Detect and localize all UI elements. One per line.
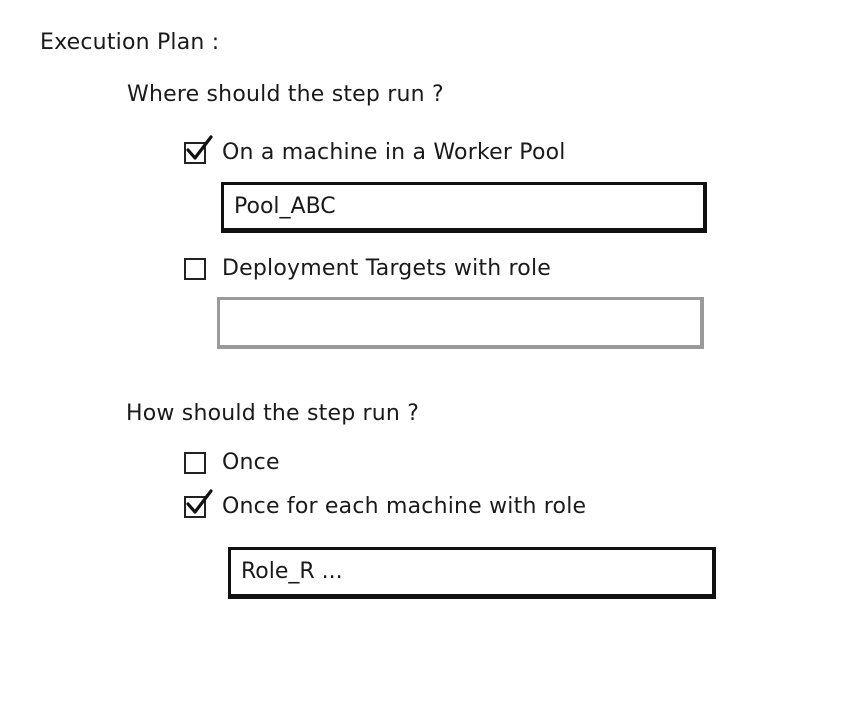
deployment-targets-option-label[interactable]: Deployment Targets with role (222, 256, 552, 281)
deployment-targets-role-input[interactable] (217, 297, 704, 349)
machine-role-input-value: Role_R ... (241, 559, 343, 584)
machine-role-input[interactable]: Role_R ... (228, 547, 716, 599)
worker-pool-option-label[interactable]: On a machine in a Worker Pool (222, 140, 566, 165)
once-checkbox[interactable] (184, 452, 206, 474)
worker-pool-input-value: Pool_ABC (234, 193, 336, 219)
once-per-machine-checkbox[interactable] (184, 489, 213, 518)
execution-plan-title: Execution Plan : (40, 30, 220, 55)
how-section-heading: How should the step run ? (126, 401, 420, 426)
deployment-targets-checkbox[interactable] (184, 258, 206, 280)
worker-pool-input[interactable]: Pool_ABC (221, 182, 707, 233)
worker-pool-checkbox[interactable] (184, 135, 213, 164)
checkmark-icon (186, 489, 213, 514)
once-per-machine-option-label[interactable]: Once for each machine with role (222, 494, 587, 519)
where-section-heading: Where should the step run ? (127, 82, 444, 107)
checkmark-icon (186, 135, 213, 160)
once-option-label[interactable]: Once (222, 450, 280, 475)
